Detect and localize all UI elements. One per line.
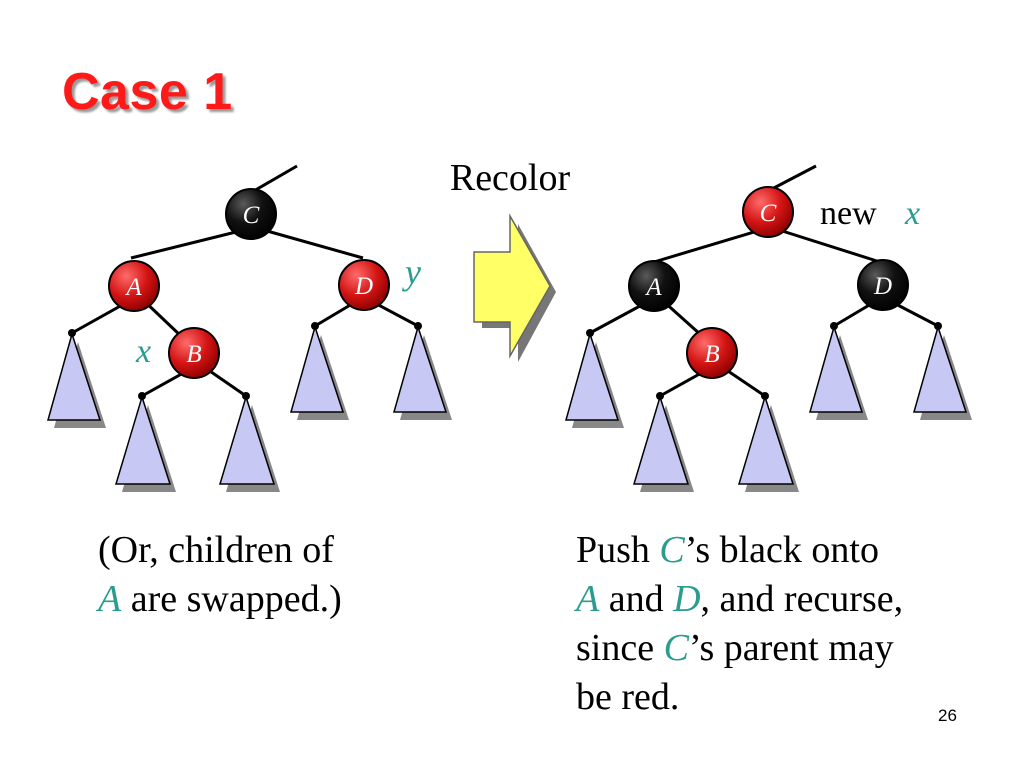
var-c: C	[663, 627, 689, 669]
node-label-c: C	[243, 202, 260, 229]
node-label-a: A	[124, 274, 142, 301]
right-caption-line-1: Push C’s black onto	[576, 526, 903, 575]
subtree-triangle	[809, 322, 868, 420]
left-caption: (Or, children of A are swapped.)	[98, 526, 342, 624]
caption-text: since	[576, 627, 664, 669]
right-caption-line-3: since C’s parent may	[576, 624, 903, 673]
page-number: 26	[938, 706, 957, 725]
subtree-triangle	[114, 392, 176, 492]
var-d: D	[673, 578, 701, 620]
subtree-triangle	[913, 322, 972, 420]
right-caption-line-4: be red.	[576, 676, 680, 718]
caption-text: ’s parent may	[688, 627, 894, 669]
node-b-red: B	[168, 327, 220, 379]
subtree-triangle	[393, 322, 452, 420]
subtree-triangle	[632, 392, 694, 492]
node-a-black: A	[628, 260, 680, 312]
subtree-triangle	[47, 329, 106, 428]
node-label-d: D	[354, 273, 373, 300]
caption-text: ’s black onto	[684, 529, 879, 571]
label-x-right: x	[904, 195, 920, 232]
left-tree: C A D B x y	[47, 164, 452, 492]
left-subtrees	[47, 322, 452, 492]
label-y-left: y	[402, 252, 421, 292]
node-label-a: A	[644, 274, 662, 301]
slide-title: Case 1	[62, 63, 233, 121]
var-a: A	[98, 578, 122, 620]
caption-text: , and recurse,	[700, 578, 904, 620]
right-subtrees	[565, 322, 972, 492]
right-caption-line-2: A and D, and recurse,	[576, 575, 903, 624]
node-d-red: D	[338, 259, 390, 311]
node-c-red: C	[742, 186, 794, 238]
left-caption-line-1: (Or, children of	[98, 529, 334, 571]
var-c: C	[659, 529, 685, 571]
node-label-d: D	[873, 273, 892, 300]
node-d-black: D	[857, 259, 909, 311]
recolor-label: Recolor	[450, 157, 571, 199]
caption-text: Push	[576, 529, 660, 571]
left-caption-text: are swapped.)	[121, 578, 342, 620]
subtree-triangle	[737, 392, 799, 492]
subtree-triangle	[565, 329, 624, 428]
subtree-triangle	[218, 392, 280, 492]
label-new: new	[820, 195, 877, 232]
node-b-red: B	[686, 327, 738, 379]
right-caption: Push C’s black onto A and D, and recurse…	[576, 526, 903, 722]
recolor-arrow: Recolor	[450, 157, 571, 362]
node-label-b: B	[186, 341, 201, 368]
node-a-red: A	[108, 260, 160, 312]
node-label-c: C	[760, 200, 777, 227]
right-tree: C A D B new x	[565, 164, 972, 492]
node-label-b: B	[704, 341, 719, 368]
caption-text: and	[599, 578, 674, 620]
subtree-triangle	[290, 322, 349, 420]
node-c-black: C	[225, 188, 277, 240]
left-caption-line-2: A are swapped.)	[98, 575, 342, 624]
var-a: A	[576, 578, 600, 620]
label-x-left: x	[135, 333, 151, 370]
